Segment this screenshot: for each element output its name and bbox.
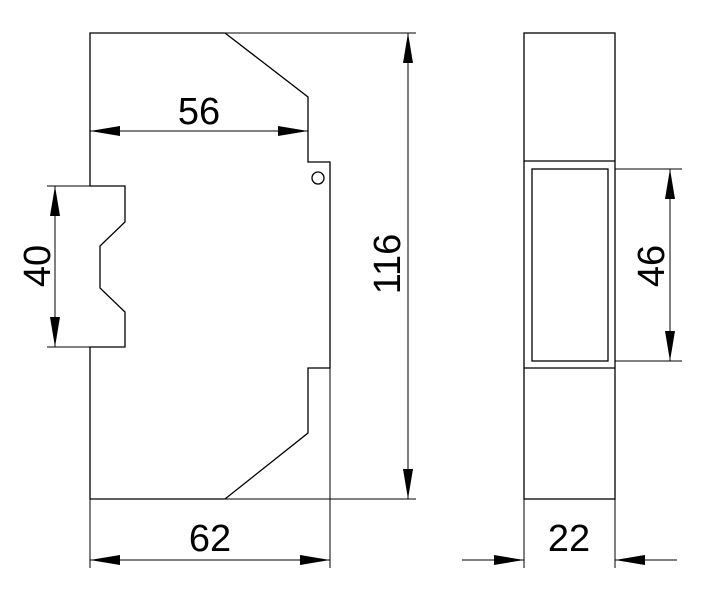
- dim-40-arrow-top: [50, 186, 60, 216]
- dimension-46: 46: [615, 168, 682, 362]
- dimension-22: 22: [462, 499, 677, 568]
- dimension-40: 40: [17, 185, 90, 348]
- dim-56-arrow-right: [278, 126, 308, 136]
- dim-62-arrow-right: [300, 555, 330, 565]
- side-view: [523, 32, 616, 500]
- dim-22-label: 22: [548, 518, 590, 560]
- dim-116-arrow-bottom: [403, 469, 413, 499]
- front-screw-hole: [311, 171, 325, 185]
- dim-22-arrow-left: [494, 555, 524, 565]
- dim-46-arrow-bottom: [665, 331, 675, 361]
- side-window-frame: [531, 168, 609, 362]
- dim-40-label: 40: [17, 245, 59, 287]
- dim-56-arrow-left: [90, 126, 120, 136]
- side-view-body: [523, 32, 616, 500]
- dim-22-arrow-right: [615, 555, 645, 565]
- dimension-62: 62: [89, 368, 331, 568]
- dim-62-arrow-left: [90, 555, 120, 565]
- dim-40-arrow-bottom: [50, 317, 60, 347]
- dim-46-label: 46: [631, 245, 673, 287]
- dim-116-arrow-top: [403, 33, 413, 63]
- dim-116-label: 116: [367, 234, 409, 295]
- dim-46-arrow-top: [665, 169, 675, 199]
- dimension-116: 116: [225, 32, 416, 500]
- dim-62-label: 62: [189, 518, 231, 560]
- dimension-56: 56: [90, 91, 308, 136]
- dim-56-label: 56: [178, 91, 220, 133]
